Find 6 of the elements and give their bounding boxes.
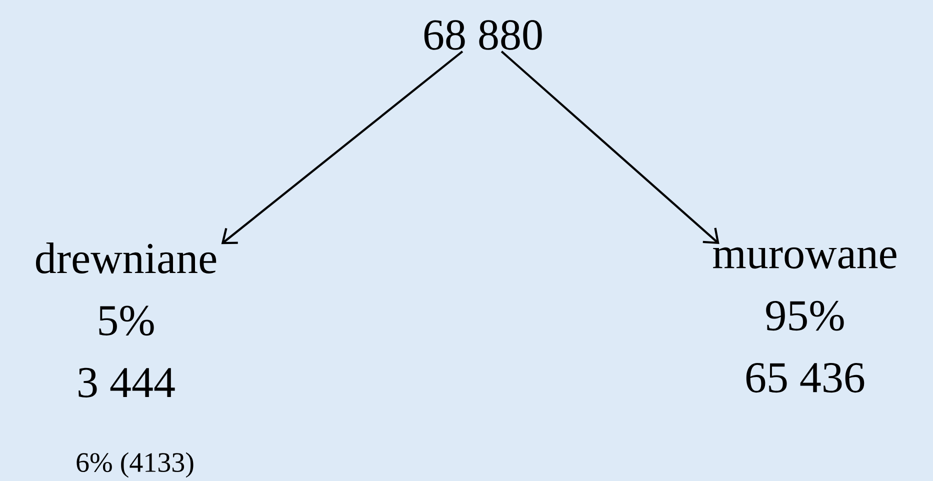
value-text: drewniane 5% 3 444: [36, 242, 216, 398]
value-text: 68 880: [424, 20, 542, 50]
arrow: [500, 50, 720, 244]
value-text: murowane 95% 65 436: [713, 247, 896, 393]
note-text: 6% (4133): [76, 452, 194, 478]
arrow: [221, 50, 464, 244]
